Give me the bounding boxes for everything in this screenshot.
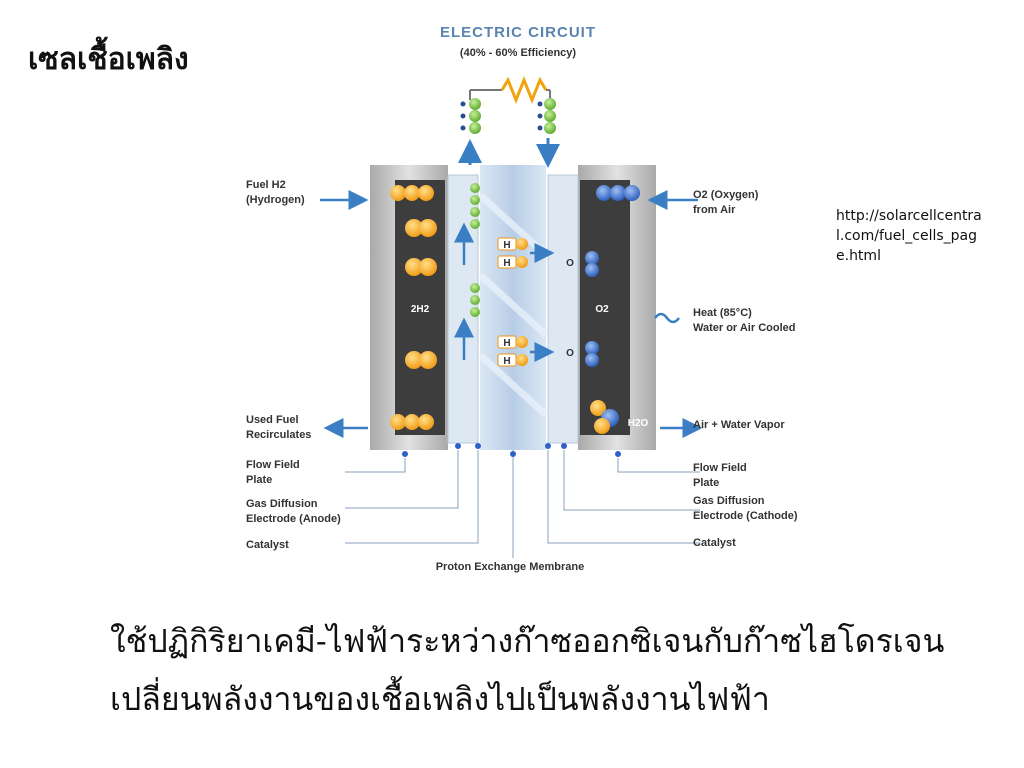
oxygen-ion-label-2: O — [566, 348, 574, 359]
electron-column-left — [460, 98, 481, 134]
proton-label-4: H — [503, 356, 510, 367]
gde-cathode-label-2: Electrode (Cathode) — [693, 510, 798, 522]
catalyst-right-label: Catalyst — [693, 537, 736, 549]
oxygen-molecules — [585, 185, 640, 434]
heat-label-2: Water or Air Cooled — [693, 322, 795, 334]
heat-label-1: Heat (85°C) — [693, 307, 752, 319]
label-leaders — [345, 450, 700, 558]
air-water-label: Air + Water Vapor — [693, 419, 785, 431]
used-fuel-label-1: Used Fuel — [246, 414, 299, 426]
anode-h2-label: 2H2 — [411, 304, 430, 315]
flow-field-right-label-1: Flow Field — [693, 462, 747, 474]
flow-field-right-label-2: Plate — [693, 477, 719, 489]
gde-anode-label-1: Gas Diffusion — [246, 498, 318, 510]
gas-diffusion-electrode-cathode — [547, 174, 579, 444]
flow-field-left-label-1: Flow Field — [246, 459, 300, 471]
fuel-label-2: (Hydrogen) — [246, 194, 305, 206]
o2-label-2: from Air — [693, 204, 736, 216]
slide-title: เซลเชื้อเพลิง — [28, 42, 189, 77]
gde-cathode-label-1: Gas Diffusion — [693, 495, 765, 507]
diagram-header-subtitle: (40% - 60% Efficiency) — [460, 47, 576, 59]
flow-arrows — [320, 190, 703, 438]
cathode-o2-label: O2 — [595, 304, 609, 315]
catalyst-left-label: Catalyst — [246, 539, 289, 551]
o2-label-1: O2 (Oxygen) — [693, 189, 759, 201]
fuel-cell-diagram: ELECTRIC CIRCUIT (40% - 60% Efficiency) — [246, 24, 798, 573]
gde-anode-label-2: Electrode (Anode) — [246, 513, 341, 525]
resistor-icon — [500, 75, 548, 105]
membrane-label: Proton Exchange Membrane — [436, 561, 585, 573]
electron-column-right — [537, 98, 556, 134]
fuel-label-1: Fuel H2 — [246, 179, 286, 191]
flow-field-left-label-2: Plate — [246, 474, 272, 486]
proton-label-1: H — [503, 240, 510, 251]
used-fuel-label-2: Recirculates — [246, 429, 311, 441]
proton-label-3: H — [503, 338, 510, 349]
body-line-1: ใช้ปฏิกิริยาเคมี-ไฟฟ้าระหว่างก๊าซออกซิเจ… — [110, 622, 945, 660]
diagram-header-title: ELECTRIC CIRCUIT — [440, 24, 596, 41]
proton-ions — [497, 237, 528, 367]
source-url: http://solarcellcentral.com/fuel_cells_p… — [836, 208, 982, 264]
leader-dots — [402, 443, 621, 457]
body-text: ใช้ปฏิกิริยาเคมี-ไฟฟ้าระหว่างก๊าซออกซิเจ… — [110, 612, 990, 728]
cathode-chamber — [580, 180, 630, 435]
external-circuit — [458, 75, 560, 168]
hydrogen-molecules — [390, 185, 437, 430]
cathode-h2o-label: H2O — [628, 418, 649, 429]
body-line-2: เปลี่ยนพลังงานของเชื้อเพลิงไปเป็นพลังงาน… — [110, 680, 770, 718]
proton-label-2: H — [503, 258, 510, 269]
oxygen-ion-label-1: O — [566, 258, 574, 269]
